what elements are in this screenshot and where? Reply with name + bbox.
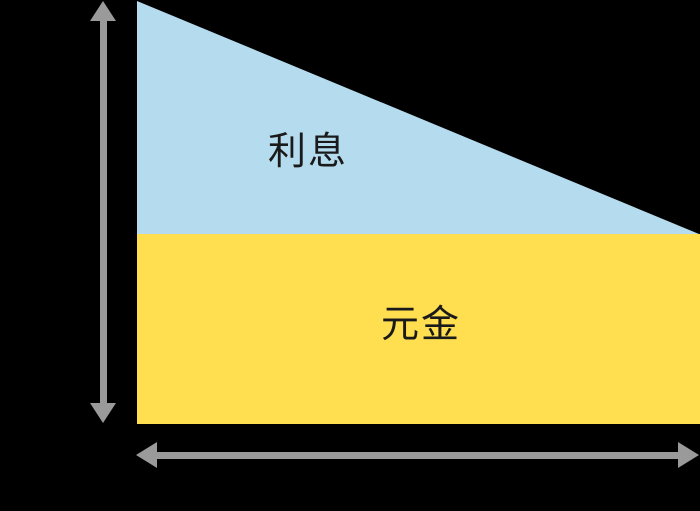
principal-area xyxy=(137,234,700,424)
horizontal-arrow-right-head-icon xyxy=(678,442,699,468)
interest-area xyxy=(137,1,699,234)
principal-label: 元金 xyxy=(381,302,462,346)
vertical-arrow-down-head-icon xyxy=(90,403,116,423)
horizontal-arrow-line xyxy=(154,452,682,459)
vertical-arrow-up-head-icon xyxy=(90,1,116,21)
vertical-arrow-line xyxy=(100,16,107,408)
horizontal-arrow-left-head-icon xyxy=(136,442,157,468)
interest-label: 利息 xyxy=(268,129,349,173)
